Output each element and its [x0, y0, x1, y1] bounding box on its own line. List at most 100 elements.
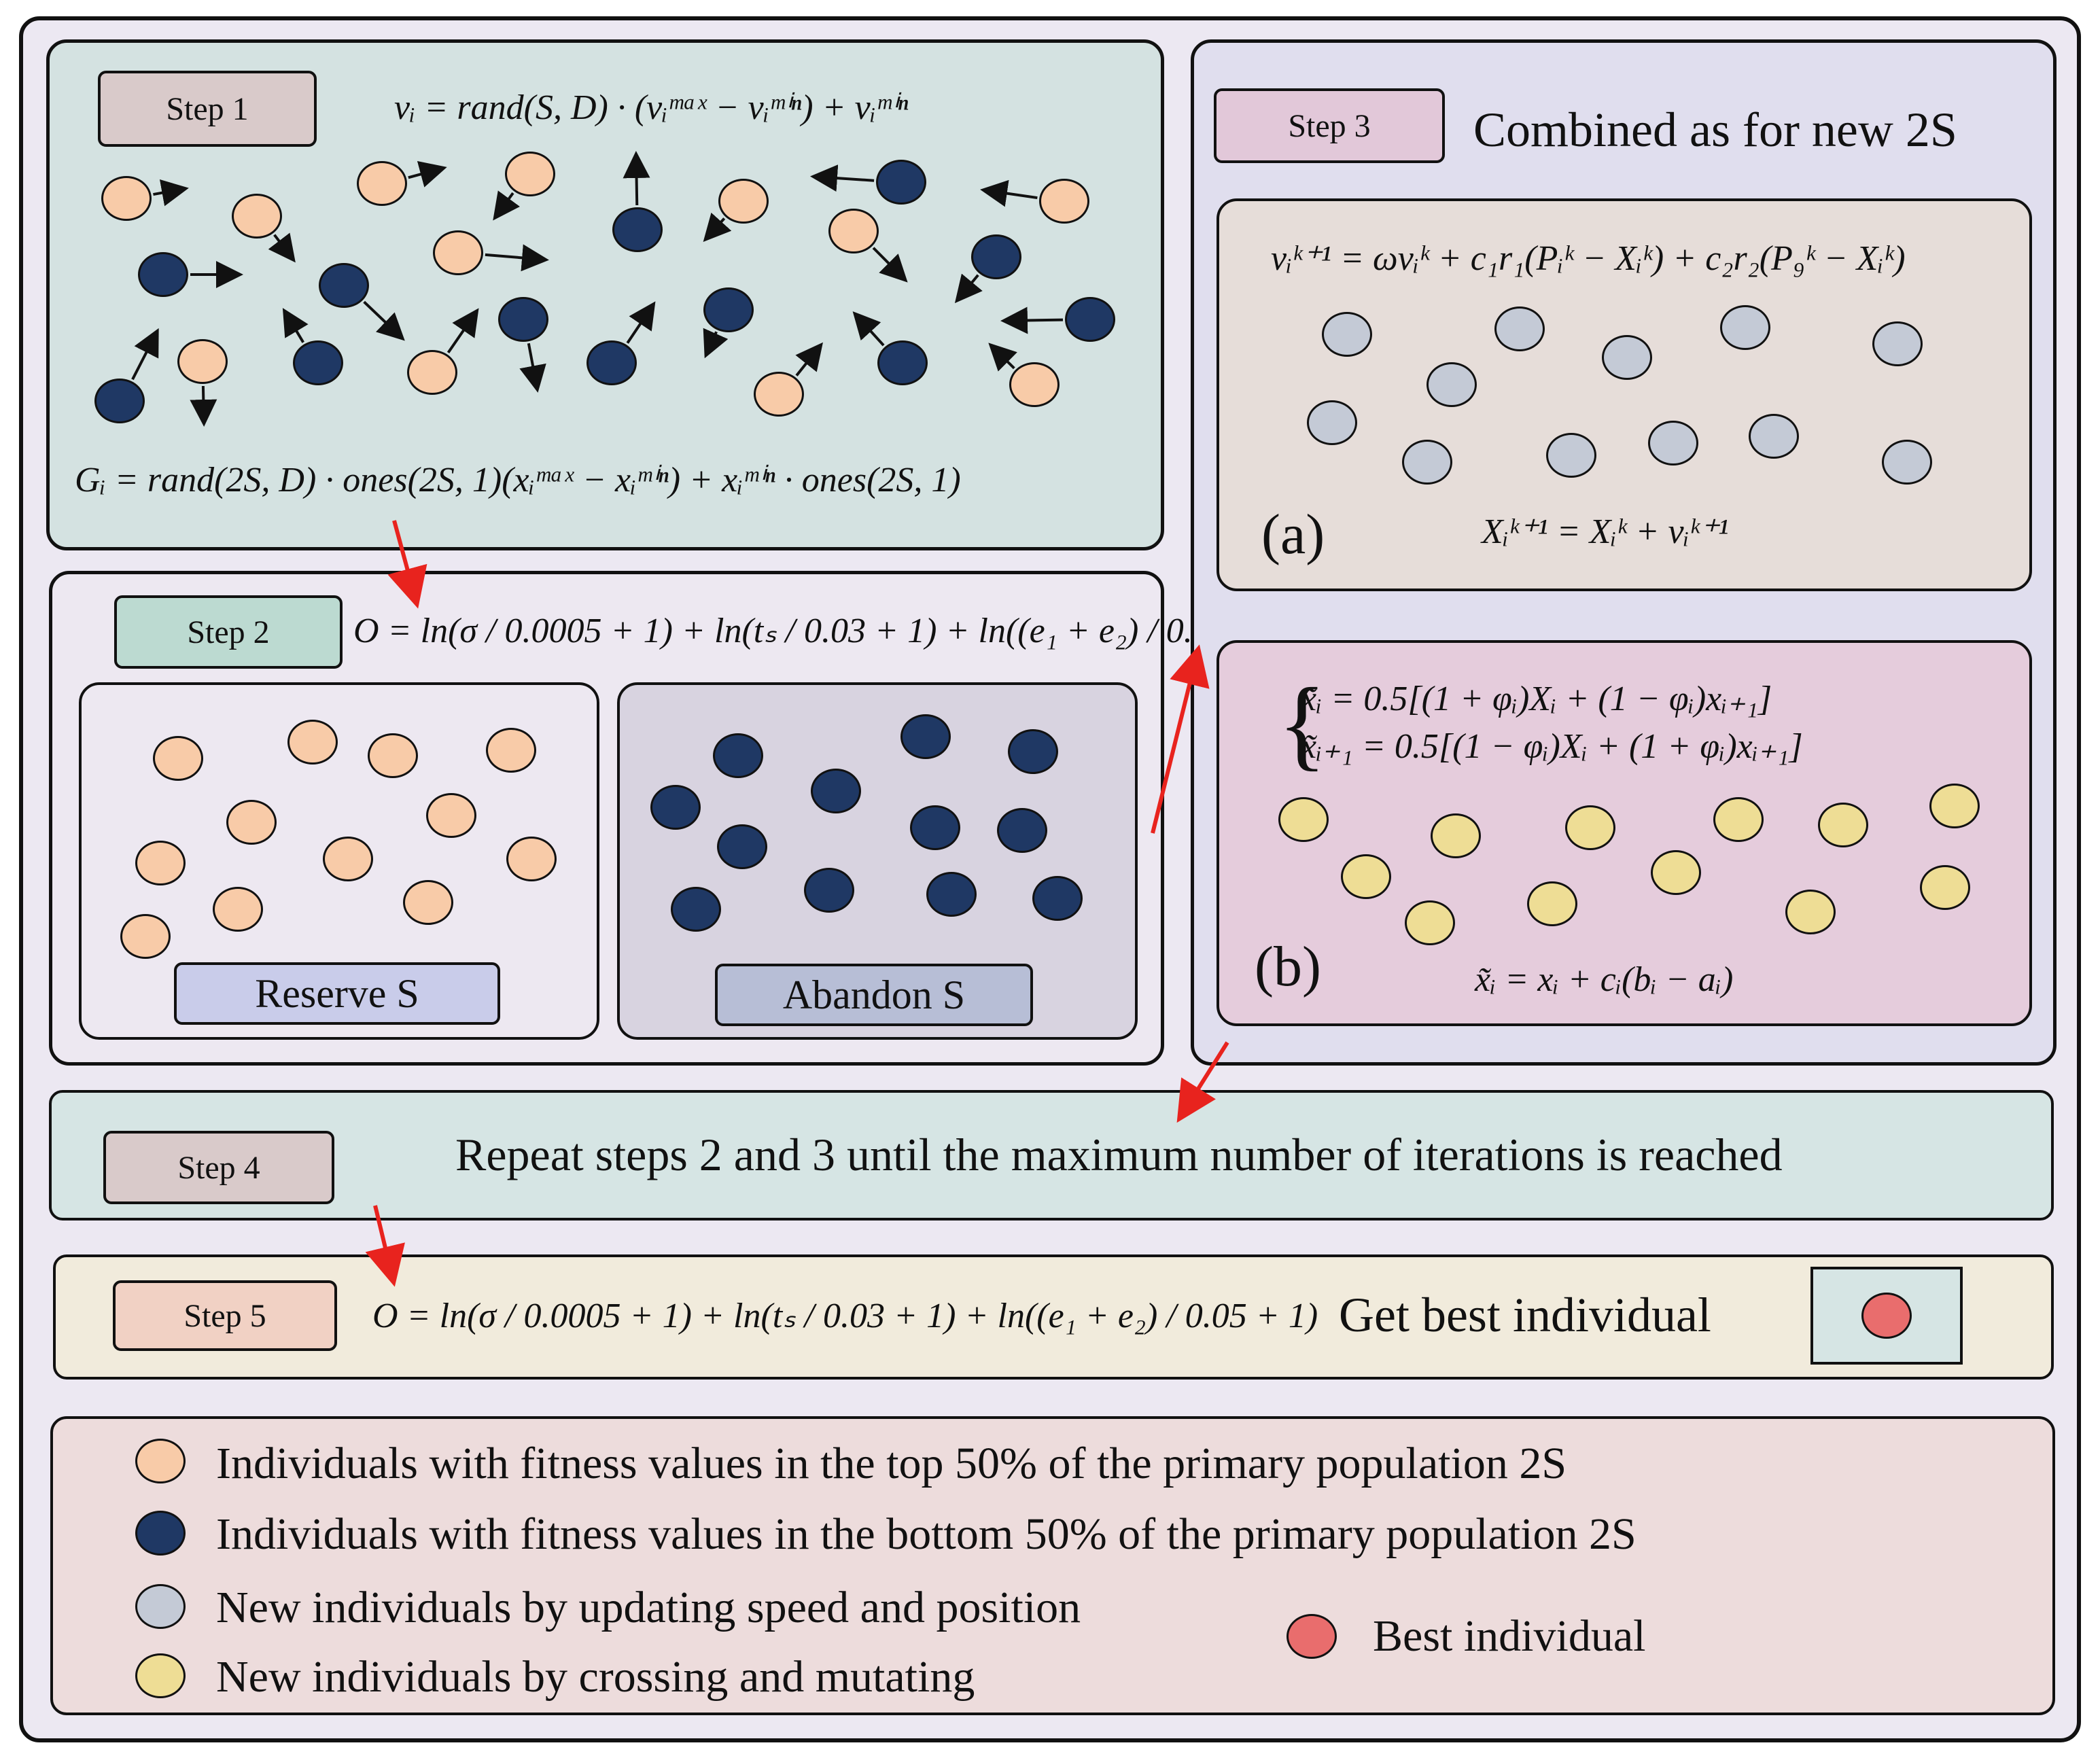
- abandon-individual: [997, 808, 1047, 853]
- legend-best-marker: [1287, 1614, 1337, 1659]
- step1-population-equation: Gᵢ = rand(2S, D) · ones(2S, 1)(xᵢᵐᵃˣ − x…: [75, 461, 961, 499]
- reserve-s-label: Reserve S: [174, 962, 500, 1025]
- step1-individual: [1039, 179, 1089, 224]
- crossed-individual: [1929, 784, 1980, 828]
- abandon-individual: [811, 769, 861, 813]
- subpanel-b-crossover-equation-2: x̃ᵢ₊₁ = 0.5[(1 − φᵢ)Xᵢ + (1 + φᵢ)xᵢ₊₁]: [1301, 727, 1803, 766]
- step5-objective-equation: O = ln(σ / 0.0005 + 1) + ln(tₛ / 0.03 + …: [372, 1297, 1318, 1335]
- crossed-individual: [1785, 890, 1836, 934]
- abandon-individual: [717, 824, 767, 869]
- subpanel-b-crossover-equation-1: x̃ᵢ = 0.5[(1 + φᵢ)Xᵢ + (1 − φᵢ)xᵢ₊₁]: [1301, 680, 1772, 718]
- step1-individual: [828, 209, 879, 253]
- crossed-individual: [1713, 797, 1764, 842]
- updated-individual: [1872, 321, 1923, 366]
- reserve-individual: [153, 736, 203, 781]
- abandon-individual: [900, 714, 951, 759]
- reserve-individual: [506, 837, 557, 881]
- step1-individual: [138, 252, 188, 297]
- legend-crossed-marker: [135, 1653, 186, 1698]
- abandon-individual: [1008, 729, 1058, 774]
- legend-updated-marker: [135, 1584, 186, 1629]
- step5-label: Step 5: [113, 1280, 337, 1351]
- step1-individual: [612, 207, 663, 252]
- legend-bottom-text: Individuals with fitness values in the b…: [216, 1509, 1637, 1559]
- abandon-individual: [713, 733, 763, 778]
- legend-crossed-text: New individuals by crossing and mutating: [216, 1652, 975, 1702]
- legend-top-marker: [135, 1439, 186, 1483]
- abandon-individual: [671, 887, 721, 932]
- step1-individual: [177, 339, 228, 384]
- crossed-individual: [1405, 900, 1455, 945]
- reserve-individual: [213, 887, 263, 932]
- reserve-individual: [287, 720, 338, 765]
- step1-velocity-equation: vᵢ = rand(S, D) · (vᵢᵐᵃˣ − vᵢᵐⁱⁿ) + vᵢᵐⁱ…: [394, 88, 909, 127]
- step1-individual: [1009, 362, 1060, 407]
- reserve-individual: [226, 800, 277, 845]
- updated-individual: [1494, 306, 1545, 351]
- subpanel-b-label: (b): [1255, 935, 1321, 998]
- step1-individual: [1065, 297, 1115, 342]
- updated-individual: [1602, 335, 1652, 380]
- step1-individual: [357, 161, 407, 206]
- abandon-individual: [910, 805, 960, 850]
- step1-individual: [498, 297, 548, 342]
- legend-bottom-marker: [135, 1511, 186, 1556]
- abandon-individual: [1032, 876, 1083, 921]
- step1-individual: [101, 176, 152, 221]
- step1-individual: [407, 350, 457, 395]
- legend-panel: [50, 1416, 2055, 1715]
- step5-text: Get best individual: [1339, 1288, 1711, 1342]
- abandon-individual: [804, 868, 854, 913]
- step4-text: Repeat steps 2 and 3 until the maximum n…: [455, 1129, 1783, 1180]
- updated-individual: [1427, 362, 1477, 407]
- step1-individual: [971, 234, 1021, 279]
- step1-label: Step 1: [98, 71, 317, 147]
- reserve-individual: [426, 793, 476, 838]
- reserve-individual: [486, 728, 536, 773]
- step2-objective-equation: O = ln(σ / 0.0005 + 1) + ln(tₛ / 0.03 + …: [353, 612, 1299, 650]
- step1-individual: [703, 287, 754, 332]
- updated-individual: [1307, 400, 1357, 445]
- subpanel-a: [1217, 198, 2032, 591]
- step1-individual: [718, 179, 769, 224]
- crossed-individual: [1431, 813, 1481, 858]
- step1-individual: [293, 340, 343, 385]
- abandon-individual: [650, 785, 701, 830]
- subpanel-a-velocity-equation: vᵢᵏ⁺¹ = ωvᵢᵏ + c₁r₁(Pᵢᵏ − Xᵢᵏ) + c₂r₂(P₉…: [1271, 239, 1906, 278]
- step4-panel: [49, 1090, 2054, 1221]
- subpanel-b-mutation-equation: x̃ᵢ = xᵢ + cᵢ(bᵢ − aᵢ): [1475, 960, 1734, 999]
- abandon-individual: [926, 872, 977, 917]
- step1-individual: [876, 160, 926, 205]
- step3-title: Combined as for new 2S: [1473, 103, 1957, 157]
- reserve-individual: [135, 841, 186, 885]
- crossed-individual: [1818, 803, 1868, 847]
- step2-label: Step 2: [114, 595, 343, 669]
- step1-individual: [587, 340, 637, 385]
- step1-individual: [433, 230, 483, 275]
- step1-individual: [754, 372, 804, 417]
- step1-individual: [877, 340, 928, 385]
- legend-updated-text: New individuals by updating speed and po…: [216, 1583, 1081, 1632]
- crossed-individual: [1565, 805, 1615, 850]
- crossed-individual: [1527, 881, 1577, 926]
- reserve-individual: [403, 880, 453, 925]
- reserve-individual: [323, 837, 373, 881]
- step1-individual: [319, 263, 369, 308]
- step4-label: Step 4: [103, 1131, 334, 1204]
- updated-individual: [1402, 440, 1452, 485]
- crossed-individual: [1341, 854, 1391, 899]
- subpanel-a-label: (a): [1261, 503, 1325, 566]
- step1-individual: [232, 194, 282, 239]
- updated-individual: [1648, 421, 1698, 466]
- subpanel-b-brace: {: [1278, 667, 1327, 780]
- updated-individual: [1322, 312, 1372, 357]
- step1-individual: [505, 152, 555, 196]
- step3-label: Step 3: [1214, 88, 1445, 163]
- reserve-individual: [120, 914, 171, 959]
- subpanel-a-position-equation: Xᵢᵏ⁺¹ = Xᵢᵏ + vᵢᵏ⁺¹: [1482, 512, 1729, 551]
- legend-top-text: Individuals with fitness values in the t…: [216, 1439, 1567, 1488]
- updated-individual: [1546, 433, 1596, 478]
- subpanel-b: [1217, 640, 2032, 1026]
- updated-individual: [1882, 440, 1932, 485]
- step1-individual: [94, 379, 145, 423]
